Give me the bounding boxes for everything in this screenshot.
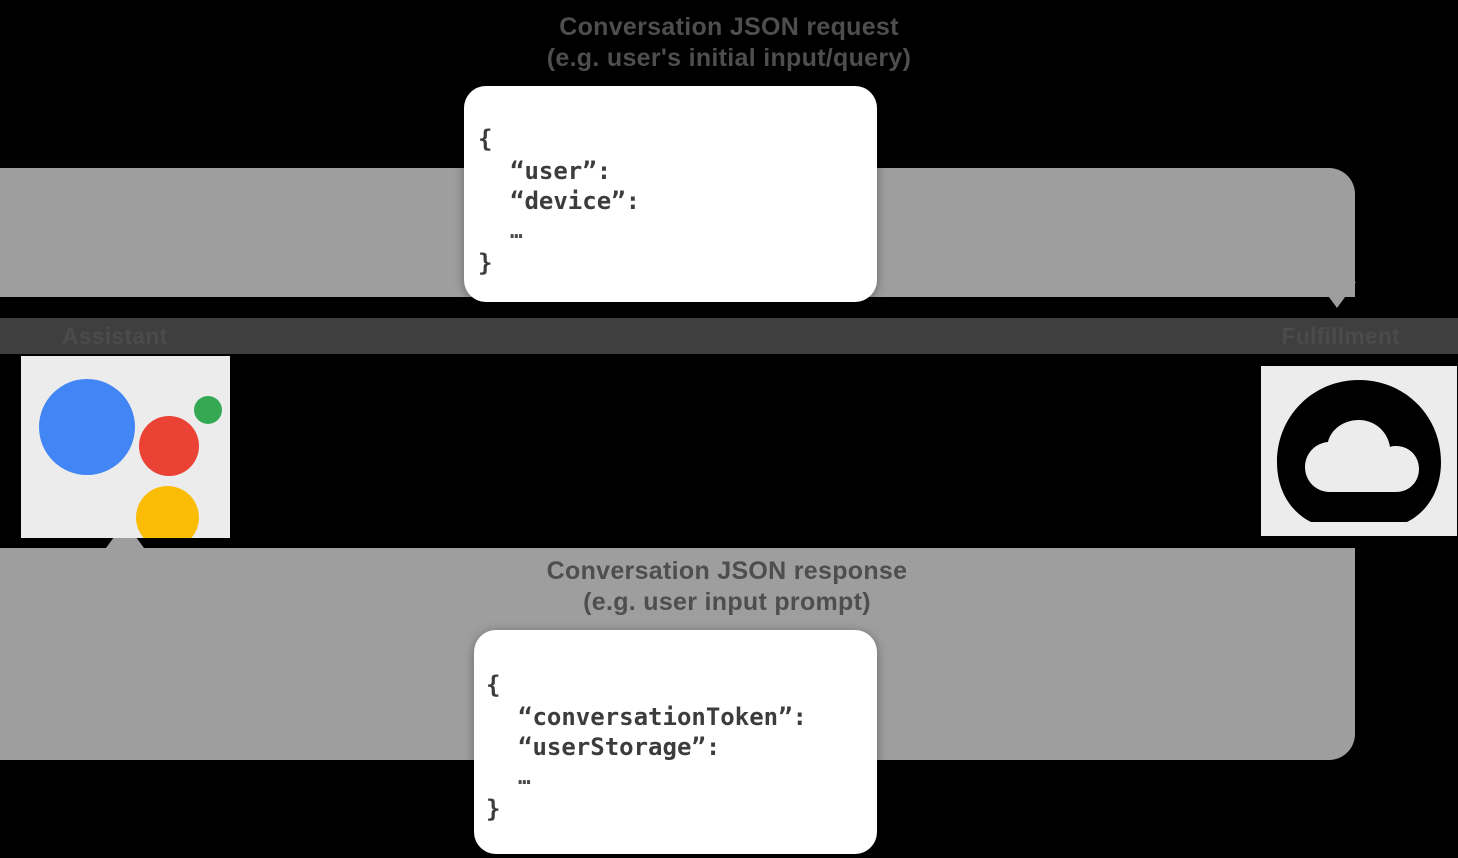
request-json-ellipsis: … xyxy=(510,219,523,243)
response-json-key-conversationtoken: “conversationToken”: xyxy=(518,703,807,731)
assistant-endpoint-tile[interactable] xyxy=(21,356,230,538)
fulfillment-label: Fulfillment xyxy=(1281,323,1400,349)
cloud-icon xyxy=(1277,380,1441,522)
request-json-close-brace: } xyxy=(478,249,493,277)
assistant-label: Assistant xyxy=(62,323,168,349)
request-caption-line2: (e.g. user's initial input/query) xyxy=(546,44,912,72)
google-assistant-blue-dot-icon xyxy=(39,379,135,475)
request-caption: Conversation JSON request (e.g. user's i… xyxy=(0,12,1458,74)
google-assistant-green-dot-icon xyxy=(194,396,222,424)
response-json-key-userstorage: “userStorage”: xyxy=(518,733,721,761)
fulfillment-endpoint-tile[interactable] xyxy=(1261,366,1457,536)
request-json-key-user: “user”: xyxy=(510,157,612,185)
response-json-open-brace: { xyxy=(486,671,501,699)
google-assistant-yellow-dot-icon xyxy=(136,486,199,538)
request-json-open-brace: { xyxy=(478,125,493,153)
response-json-close-brace: } xyxy=(486,795,501,823)
request-json-card: { “user”: “device”: … } xyxy=(464,86,877,302)
google-assistant-red-dot-icon xyxy=(139,416,199,476)
request-arrow-head-icon xyxy=(1318,282,1356,308)
request-caption-line1: Conversation JSON request xyxy=(559,13,899,41)
endpoint-lane xyxy=(0,318,1458,354)
response-json-card: { “conversationToken”: “userStorage”: … … xyxy=(474,630,877,854)
response-json-ellipsis: … xyxy=(518,765,531,789)
request-json-key-device: “device”: xyxy=(510,187,641,215)
